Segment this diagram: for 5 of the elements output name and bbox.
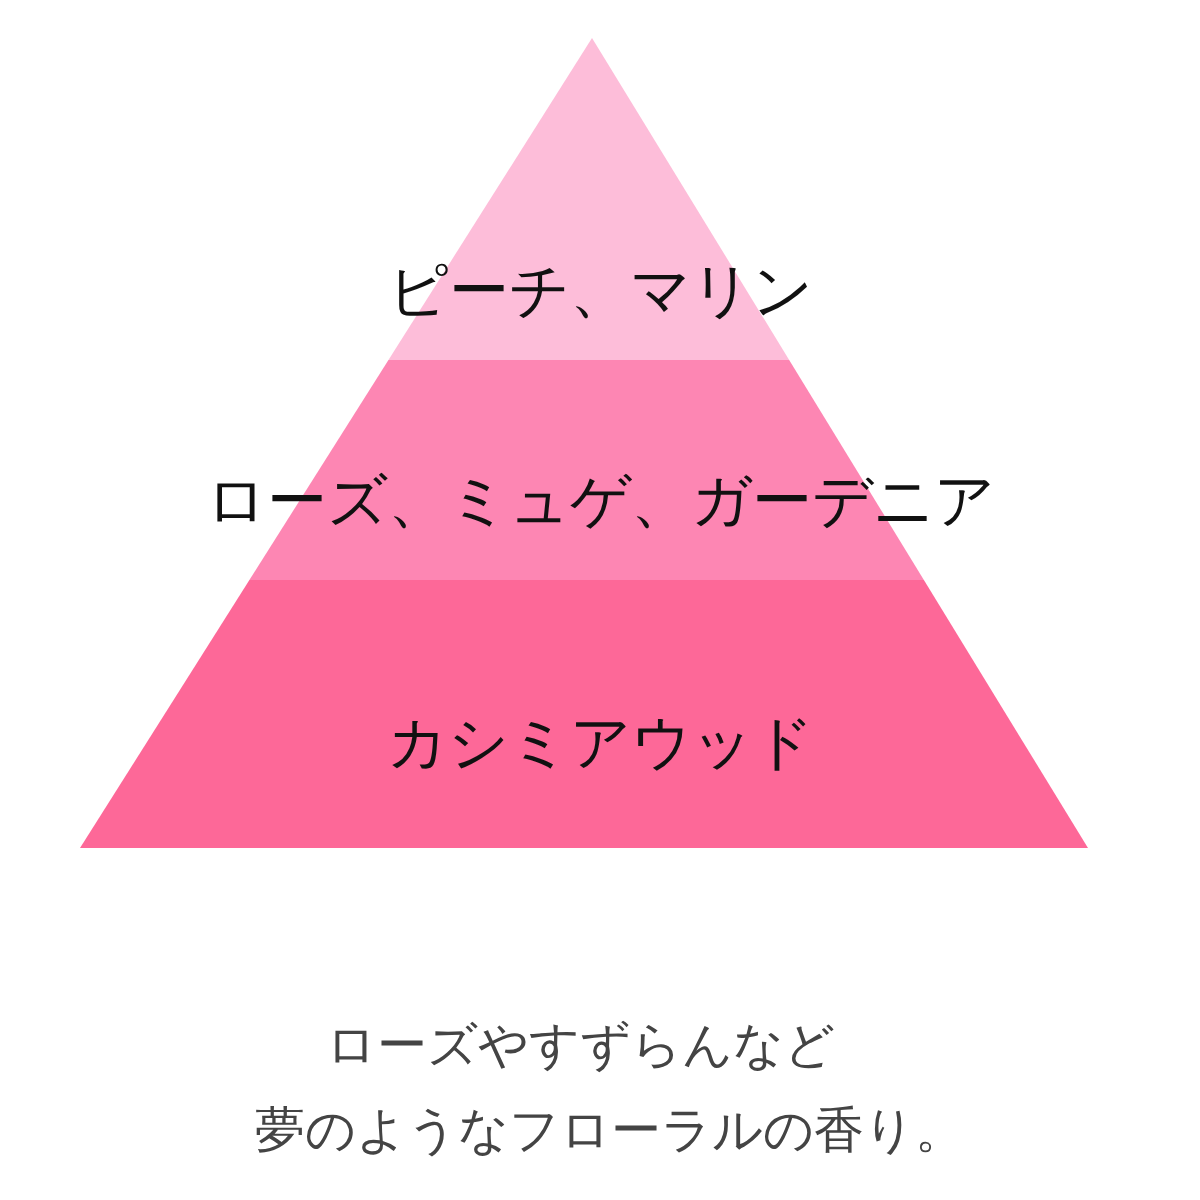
fragrance-note-text: ローズ、ミュゲ、ガーデニア — [205, 464, 995, 536]
description-text: 夢のようなフローラルの香り。 — [255, 1100, 965, 1160]
fragrance-note-text: カシミアウッド — [386, 706, 814, 778]
description-text: ローズやすずらんなど — [325, 1015, 835, 1075]
fragrance-note-text: ピーチ、マリン — [387, 254, 813, 326]
